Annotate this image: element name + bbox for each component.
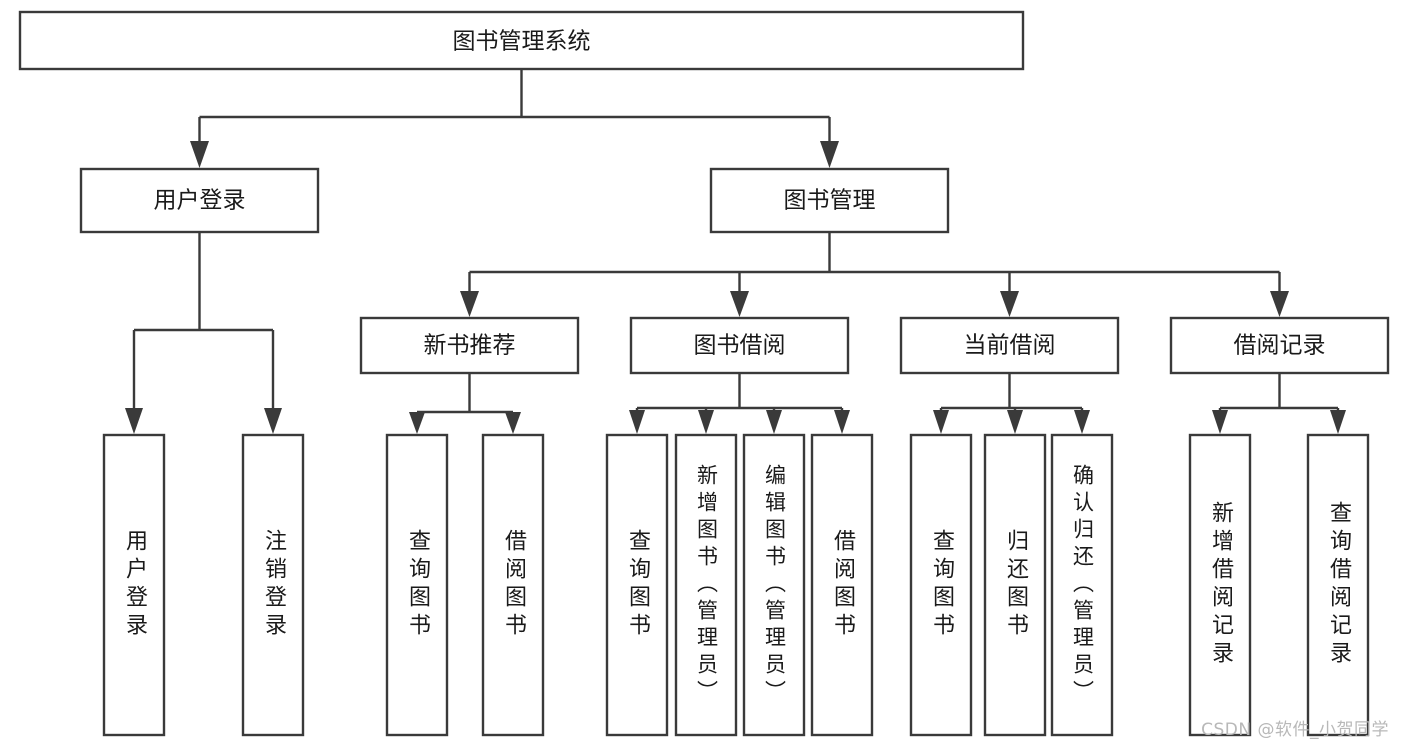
arrow-to-leaf-return-book xyxy=(1007,410,1023,434)
node-book-manage[interactable]: 图书管理 xyxy=(709,167,950,234)
node-book-borrow-label: 图书借阅 xyxy=(694,333,786,359)
arrow-to-leaf-query-record xyxy=(1330,410,1346,434)
node-borrow-record-label: 借阅记录 xyxy=(1234,333,1326,359)
arrow-to-leaf-add-record xyxy=(1212,410,1228,434)
node-new-book-recommend[interactable]: 新书推荐 xyxy=(359,316,580,375)
node-user-login-label: 用户登录 xyxy=(154,188,246,214)
arrow-to-leaf-query-book-3 xyxy=(933,410,949,434)
arrow-to-leaf-user-logout xyxy=(264,408,282,434)
connector-newbook-to-leaves xyxy=(415,373,515,418)
connector-bookmanage-to-level2 xyxy=(468,232,1281,301)
connector-bookborrow-to-leaves xyxy=(635,373,844,418)
node-user-login-box xyxy=(79,167,320,234)
node-book-manage-box xyxy=(709,167,950,234)
node-book-manage-label: 图书管理 xyxy=(784,188,876,214)
node-new-book-recommend-box xyxy=(359,316,580,375)
leaf-query-record-box[interactable] xyxy=(1306,433,1370,737)
node-current-borrow[interactable]: 当前借阅 xyxy=(899,316,1120,375)
leaf-borrow-book-2-box[interactable] xyxy=(810,433,874,737)
csdn-watermark: CSDN @软件_小贺同学 xyxy=(1201,720,1389,740)
node-book-borrow-box xyxy=(629,316,850,375)
arrow-to-leaf-borrow-book-2 xyxy=(834,410,850,434)
arrow-to-leaf-confirm-return xyxy=(1074,410,1090,434)
arrow-to-leaf-user-login xyxy=(125,408,143,434)
arrow-to-leaf-query-book-1 xyxy=(409,412,425,434)
node-current-borrow-box xyxy=(899,316,1120,375)
node-root-box xyxy=(18,10,1025,71)
leaf-return-book-box[interactable] xyxy=(983,433,1047,737)
arrow-to-leaf-borrow-book-1 xyxy=(505,412,521,434)
node-borrow-record[interactable]: 借阅记录 xyxy=(1169,316,1390,375)
arrow-to-new-book-recommend xyxy=(460,291,479,317)
node-borrow-record-box xyxy=(1169,316,1390,375)
connector-borrowrecord-to-leaves xyxy=(1218,373,1340,418)
arrow-to-book-borrow xyxy=(730,291,749,317)
node-book-borrow[interactable]: 图书借阅 xyxy=(629,316,850,375)
leaf-user-login-box[interactable] xyxy=(102,433,166,737)
leaf-query-book-3-box[interactable] xyxy=(909,433,973,737)
arrow-to-book-manage xyxy=(820,141,839,168)
node-root-label: 图书管理系统 xyxy=(453,29,591,55)
node-new-book-recommend-label: 新书推荐 xyxy=(424,333,516,359)
arrow-to-borrow-record xyxy=(1270,291,1289,317)
connector-root-to-level1 xyxy=(198,69,831,152)
connector-layer xyxy=(132,69,1340,418)
connector-userlogin-to-leaves xyxy=(132,232,275,418)
leaf-edit-book-box[interactable] xyxy=(742,433,806,737)
leaf-query-book-2-box[interactable] xyxy=(605,433,669,737)
leaf-add-record-box[interactable] xyxy=(1188,433,1252,737)
arrow-to-leaf-edit-book xyxy=(766,410,782,434)
arrow-to-user-login xyxy=(190,141,209,168)
leaf-confirm-return-box[interactable] xyxy=(1050,433,1114,737)
leaf-query-book-1-box[interactable] xyxy=(385,433,449,737)
arrow-to-leaf-add-book xyxy=(698,410,714,434)
leaf-user-logout-box[interactable] xyxy=(241,433,305,737)
leaf-add-book-box[interactable] xyxy=(674,433,738,737)
arrow-to-leaf-query-book-2 xyxy=(629,410,645,434)
arrowhead-layer xyxy=(125,141,1346,434)
node-root[interactable]: 图书管理系统 xyxy=(18,10,1025,71)
arrow-to-current-borrow xyxy=(1000,291,1019,317)
node-current-borrow-label: 当前借阅 xyxy=(964,333,1056,359)
node-user-login[interactable]: 用户登录 xyxy=(79,167,320,234)
leaf-borrow-book-1-box[interactable] xyxy=(481,433,545,737)
leaf-layer xyxy=(102,433,1370,737)
